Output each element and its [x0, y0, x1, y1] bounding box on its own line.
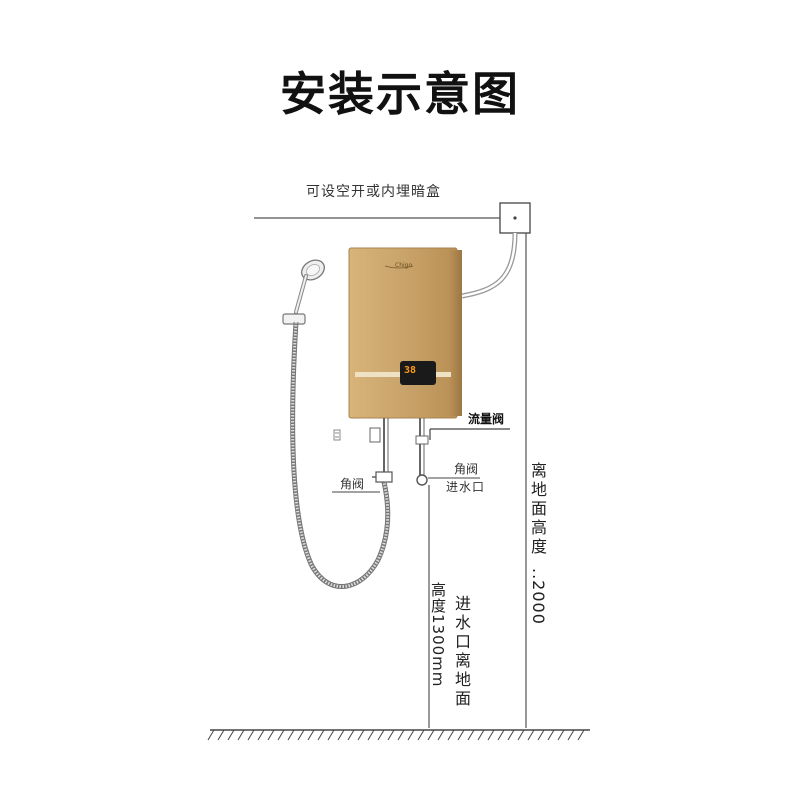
shower-head-icon — [294, 259, 325, 314]
label-flow-valve: 流量阀 — [468, 412, 505, 426]
diagram-title: 安装示意图 — [280, 67, 520, 121]
water-heater — [348, 247, 462, 419]
label-angle-valve-right: 角阀 — [454, 462, 479, 476]
label-inlet-height-value: 高度1300mm — [429, 582, 447, 688]
label-junction-box: 可设空开或内埋暗盒 — [306, 184, 441, 200]
label-height-2000-text: 离地面高度 — [528, 462, 547, 557]
ground-hatch-icon — [207, 729, 590, 741]
junction-box-icon — [499, 202, 531, 234]
label-water-inlet: 进水口 — [446, 480, 486, 494]
label-inlet-height-text: 进水口离地面 — [452, 595, 471, 709]
label-height-2000-value: ..2000 — [529, 568, 548, 625]
power-cable — [461, 232, 518, 299]
right-angle-valve — [416, 474, 428, 486]
heater-brand: Chigo — [395, 262, 413, 269]
heater-display: 38 — [404, 365, 417, 376]
left-angle-valve — [372, 471, 393, 483]
label-angle-valve-left: 角阀 — [340, 477, 365, 491]
